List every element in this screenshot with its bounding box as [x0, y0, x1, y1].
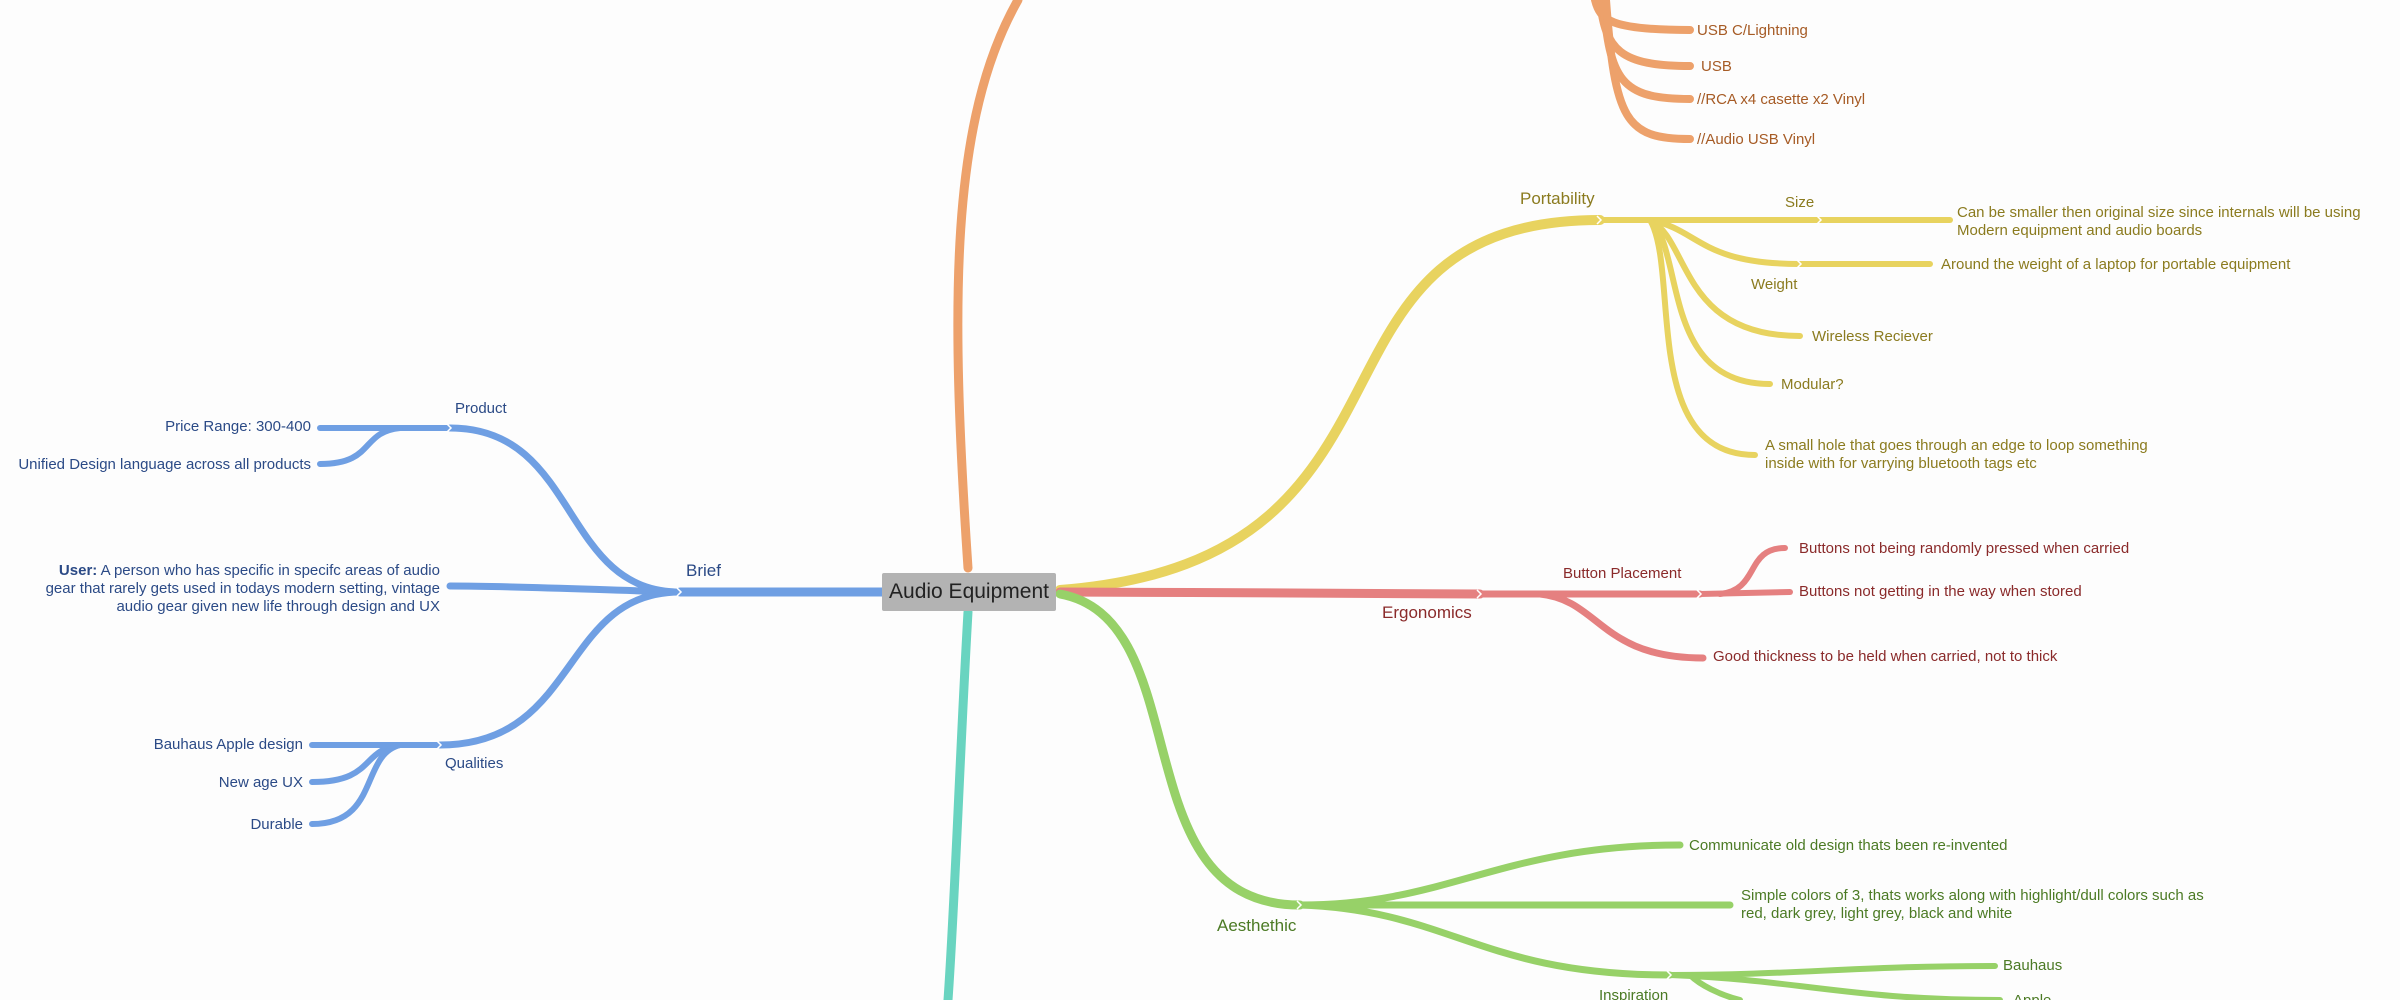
junction-chevron-8 — [446, 423, 453, 433]
node-price-range[interactable]: Price Range: 300-400 — [165, 418, 311, 435]
branch-top-trunk — [953, 0, 1023, 573]
node-small-hole[interactable]: A small hole that goes through an edge t… — [1765, 437, 2148, 472]
user-bold-label: User: — [58, 562, 98, 579]
branch-communicate — [1296, 841, 1684, 909]
node-portability[interactable]: Portability — [1520, 189, 1595, 208]
branch-modular — [1647, 217, 1773, 387]
branch-ergonomics — [1055, 587, 1485, 599]
node-buttons-not-in-way[interactable]: Buttons not getting in the way when stor… — [1799, 583, 2082, 600]
junction-chevron-6 — [1666, 970, 1673, 980]
branch-user — [446, 582, 684, 596]
node-product[interactable]: Product — [455, 400, 507, 417]
node-size[interactable]: Size — [1785, 194, 1815, 211]
node-rca[interactable]: //RCA x4 casette x2 Vinyl — [1697, 91, 1866, 108]
junction-chevron-5 — [1296, 900, 1303, 910]
node-ergonomics[interactable]: Ergonomics — [1382, 603, 1472, 622]
branch-qualities — [436, 588, 684, 749]
branch-unified — [317, 425, 403, 467]
branch-audio-usb — [1602, 0, 1694, 143]
node-brief[interactable]: Brief — [686, 561, 721, 580]
node-weight-note[interactable]: Around the weight of a laptop for portab… — [1941, 256, 2291, 273]
branch-portability — [1055, 215, 1605, 595]
node-bauhaus[interactable]: Bauhaus — [2003, 957, 2063, 974]
node-durable[interactable]: Durable — [250, 816, 303, 833]
junction-chevron-0 — [1596, 215, 1603, 225]
node-qualities[interactable]: Qualities — [445, 755, 504, 772]
branch-inspiration-sub — [1687, 972, 1743, 1000]
node-buttons-not-pressed[interactable]: Buttons not being randomly pressed when … — [1799, 540, 2130, 557]
root-node[interactable]: Audio Equipment — [882, 573, 1056, 611]
branch-bottom-trunk — [943, 607, 973, 1000]
junction-chevron-7 — [676, 587, 683, 597]
node-new-age-ux[interactable]: New age UX — [218, 774, 303, 791]
branch-product — [446, 424, 684, 596]
node-aesthethic[interactable]: Aesthethic — [1217, 916, 1297, 935]
user-description: A person who has specific in specifc are… — [45, 562, 440, 615]
node-wireless-reciever[interactable]: Wireless Reciever — [1812, 328, 1933, 345]
node-unified-design[interactable]: Unified Design language across all produ… — [18, 456, 311, 473]
node-inspiration[interactable]: Inspiration — [1599, 987, 1669, 1000]
node-good-thickness[interactable]: Good thickness to be held when carried, … — [1713, 648, 2058, 665]
branch-buttons-pressed — [1717, 545, 1788, 597]
branch-aesthethic — [1055, 589, 1305, 910]
branch-inspiration — [1296, 901, 1674, 979]
node-apple[interactable]: Apple — [2013, 992, 2051, 1000]
node-user[interactable]: User: A person who has specific in speci… — [40, 562, 440, 616]
branch-bauhaus — [1667, 963, 1998, 978]
branch-weight — [1647, 217, 1933, 267]
node-bauhaus-apple-design[interactable]: Bauhaus Apple design — [153, 736, 303, 753]
junction-chevron-9 — [436, 740, 443, 750]
node-simple-colors[interactable]: Simple colors of 3, thats works along wi… — [1741, 887, 2204, 922]
node-audio-usb-vinyl[interactable]: //Audio USB Vinyl — [1697, 131, 1816, 148]
junction-chevron-4 — [1696, 589, 1703, 599]
branch-wireless — [1647, 217, 1803, 339]
branch-small-hole — [1647, 217, 1758, 458]
node-usb[interactable]: USB — [1701, 58, 1732, 75]
node-communicate-old-design[interactable]: Communicate old design thats been re-inv… — [1689, 837, 2008, 854]
node-usb-c-lightning[interactable]: USB C/Lightning — [1697, 22, 1808, 39]
branch-thickness — [1536, 590, 1707, 662]
branch-apple — [1667, 972, 2003, 1000]
branch-buttons-stored — [1697, 589, 1793, 597]
junction-chevron-1 — [1816, 215, 1823, 225]
node-button-placement[interactable]: Button Placement — [1563, 565, 1682, 582]
junction-chevron-2 — [1796, 259, 1803, 269]
node-modular[interactable]: Modular? — [1781, 376, 1844, 393]
junction-chevron-3 — [1476, 589, 1483, 599]
node-weight[interactable]: Weight — [1751, 276, 1798, 293]
node-size-note[interactable]: Can be smaller then original size since … — [1957, 204, 2361, 239]
branch-durable — [309, 742, 403, 827]
